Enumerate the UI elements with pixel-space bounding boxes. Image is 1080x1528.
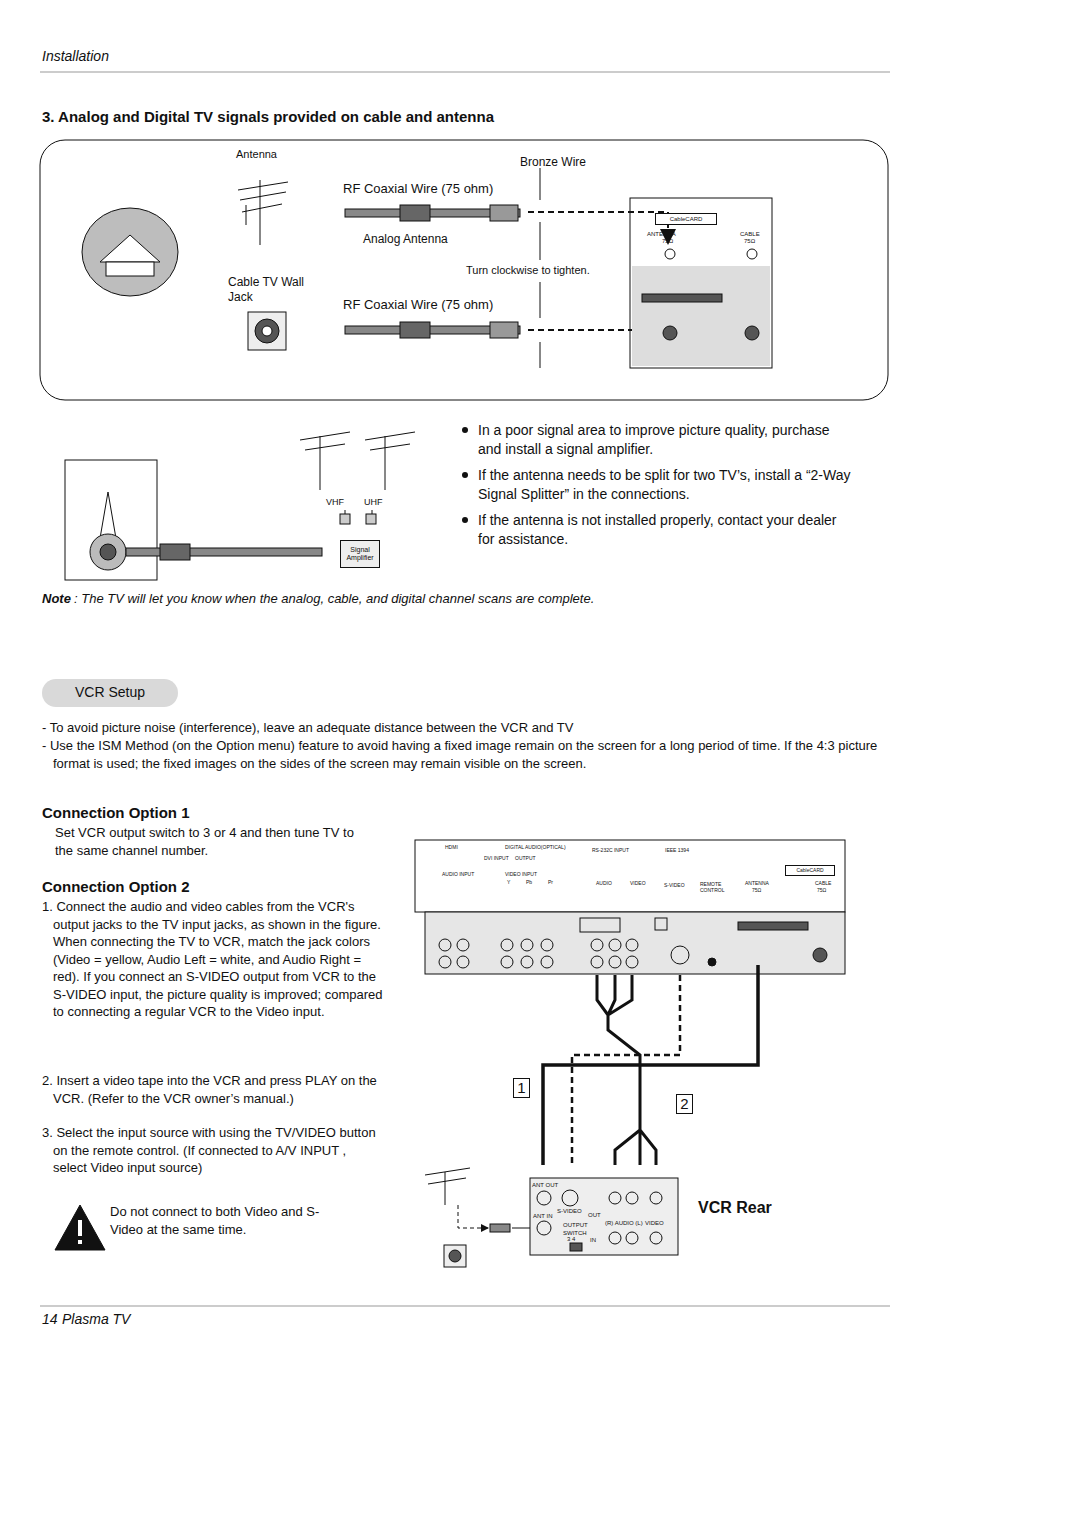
panel-label: Pb [526, 879, 536, 885]
panel-label: IEEE 1394 [665, 847, 700, 853]
callout-number: 2 [676, 1094, 693, 1114]
amplifier-box: Signal Amplifier [340, 540, 380, 568]
panel-label: OUTPUT SWITCH [563, 1222, 595, 1237]
panel-label: Pr [548, 879, 558, 885]
node-text: 2 [680, 1096, 688, 1113]
instruction-text: - Use the ISM Method (on the Option menu… [42, 737, 913, 772]
panel-label: RS-232C INPUT [592, 847, 637, 853]
panel-label: AUDIO [596, 880, 621, 886]
note-text: : The TV will let you know when the anal… [74, 591, 694, 607]
panel-label: VIDEO [630, 880, 655, 886]
panel-label: ANT IN [533, 1213, 561, 1221]
panel-label: 75Ω [752, 887, 772, 893]
panel-label: HDMI [445, 844, 475, 850]
jack-label: ANTENNA [647, 231, 687, 239]
jack-label: CABLE [740, 231, 770, 239]
panel-label: VCR Rear [698, 1198, 818, 1218]
panel-label: VIDEO INPUT [505, 871, 545, 877]
node-text: Signal Amplifier [341, 546, 379, 561]
panel-label: 14 [42, 1311, 62, 1329]
callout-label: Analog Antenna [363, 232, 483, 247]
panel-label: 3 4 [567, 1236, 582, 1244]
section-heading: Connection Option 2 [42, 878, 342, 897]
bullet-text: If the antenna is not installed properly… [478, 511, 853, 549]
node-text: CableCARD [670, 216, 703, 223]
band-label: VHF [326, 497, 356, 508]
header-label: Installation [42, 48, 242, 66]
panel-label: Plasma TV [62, 1311, 182, 1329]
panel-label: VIDEO [645, 1220, 670, 1228]
page-title: 3. Analog and Digital TV signals provide… [42, 108, 494, 125]
bullet-text: If the antenna needs to be split for two… [478, 466, 853, 504]
impedance-label: 75Ω [744, 238, 764, 246]
section-band: VCR Setup [42, 679, 178, 707]
band-label: UHF [364, 497, 394, 508]
bullet-text: In a poor signal area to improve picture… [478, 421, 853, 459]
section-heading: Connection Option 1 [42, 804, 342, 823]
callout-label: Bronze Wire [520, 155, 620, 170]
panel-label: (R) AUDIO (L) [605, 1220, 650, 1228]
callout-number: 1 [513, 1078, 530, 1098]
impedance-label: 75Ω [662, 238, 682, 246]
callout-label: Antenna [236, 148, 316, 162]
instruction-text: Set VCR output switch to 3 or 4 and then… [55, 824, 365, 859]
panel-label: IN [590, 1237, 600, 1245]
step-text: 2. Insert a video tape into the VCR and … [42, 1072, 383, 1107]
instruction-text: - To avoid picture noise (interference),… [42, 719, 922, 737]
panel-label: 75Ω [817, 887, 837, 893]
card-slot-box: CableCARD [785, 865, 835, 876]
panel-label: DIGITAL AUDIO(OPTICAL) [505, 844, 575, 850]
panel-label: Y [507, 879, 517, 885]
callout-label: Cable TV Wall Jack [228, 275, 323, 305]
node-text: 1 [517, 1080, 525, 1097]
panel-label: S-VIDEO [664, 882, 692, 888]
node-text: CableCARD [796, 868, 823, 874]
warning-text: Do not connect to both Video and S-Video… [110, 1203, 345, 1238]
panel-label: OUTPUT [515, 855, 545, 861]
panel-label: CABLE [815, 880, 840, 886]
panel-label: AUDIO INPUT [442, 871, 482, 877]
panel-label: OUT [588, 1212, 603, 1220]
card-slot-box: CableCARD [655, 213, 717, 225]
step-text: 3. Select the input source with using th… [42, 1124, 383, 1177]
step-text: 1. Connect the audio and video cables fr… [42, 898, 383, 1021]
node-text: VCR Setup [75, 685, 145, 700]
cable-label: RF Coaxial Wire (75 ohm) [343, 296, 543, 314]
cable-label: RF Coaxial Wire (75 ohm) [343, 180, 543, 198]
panel-label: ANT OUT [532, 1182, 562, 1190]
panel-label: DVI INPUT [484, 855, 514, 861]
panel-label: S-VIDEO [557, 1208, 587, 1216]
panel-label: ANTENNA [745, 880, 775, 886]
note-label: Turn clockwise to tighten. [466, 264, 626, 278]
panel-label: REMOTE CONTROL [700, 881, 735, 894]
